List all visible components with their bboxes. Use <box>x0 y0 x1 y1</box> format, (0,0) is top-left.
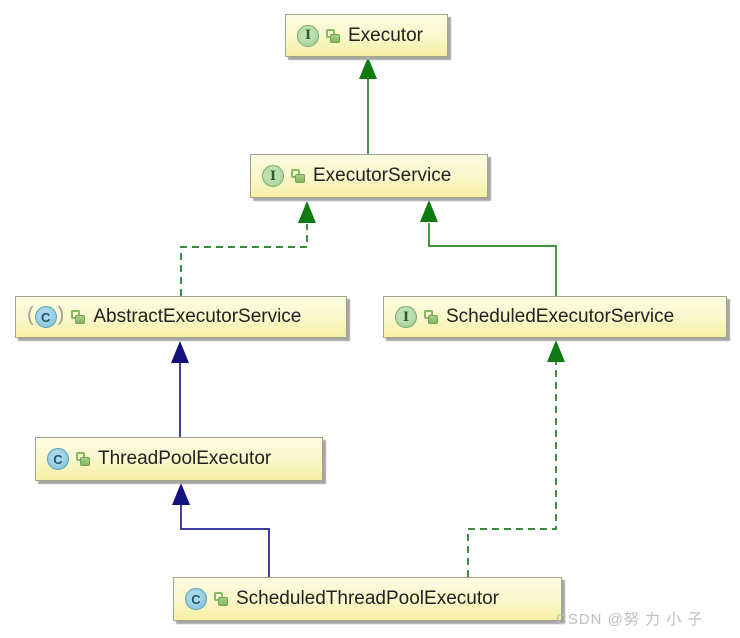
edge-threadpoolexecutor-to-abstractexecutorservice <box>171 341 189 437</box>
node-scheduledthreadpoolexecutor[interactable]: C ScheduledThreadPoolExecutor <box>173 577 562 621</box>
abstract-class-icon: C <box>34 306 57 328</box>
node-label-executorservice: ExecutorService <box>313 165 452 186</box>
open-lock-icon <box>76 452 90 466</box>
interface-icon: I <box>297 24 319 47</box>
class-icon: C <box>185 588 207 610</box>
open-lock-icon <box>326 28 340 43</box>
node-label-abstractexecutorservice: AbstractExecutorService <box>93 306 302 327</box>
abstract-paren-close: ) <box>57 304 65 326</box>
class-icon: C <box>47 448 69 470</box>
edge-scheduledthreadpoolexecutor-to-scheduledexecutorservice <box>467 340 565 577</box>
node-abstractexecutorservice[interactable]: ( C ) AbstractExecutorService <box>15 296 347 338</box>
abstract-paren-open: ( <box>27 304 34 326</box>
edge-executorservice-to-executor <box>359 57 377 154</box>
csdn-watermark: CSDN @努 力 小 子 <box>556 611 704 628</box>
edge-scheduledthreadpoolexecutor-to-threadpoolexecutor <box>172 483 270 577</box>
edge-abstractexecutorservice-to-executorservice <box>180 201 316 296</box>
node-label-executor: Executor <box>348 24 423 46</box>
node-label-scheduledexecutorservice: ScheduledExecutorService <box>446 306 675 327</box>
node-executor[interactable]: I Executor <box>285 14 448 57</box>
node-executorservice[interactable]: I ExecutorService <box>250 154 488 198</box>
open-lock-icon <box>291 169 305 183</box>
edge-scheduledexecutorservice-to-executorservice <box>420 200 557 296</box>
interface-icon: I <box>395 306 417 328</box>
node-label-threadpoolexecutor: ThreadPoolExecutor <box>98 448 272 469</box>
open-lock-icon <box>71 310 86 324</box>
node-label-scheduledthreadpoolexecutor: ScheduledThreadPoolExecutor <box>236 588 500 609</box>
open-lock-icon <box>424 310 438 324</box>
node-scheduledexecutorservice[interactable]: I ScheduledExecutorService <box>383 296 727 338</box>
node-threadpoolexecutor[interactable]: C ThreadPoolExecutor <box>35 437 323 481</box>
open-lock-icon <box>214 592 228 606</box>
interface-icon: I <box>262 165 284 187</box>
